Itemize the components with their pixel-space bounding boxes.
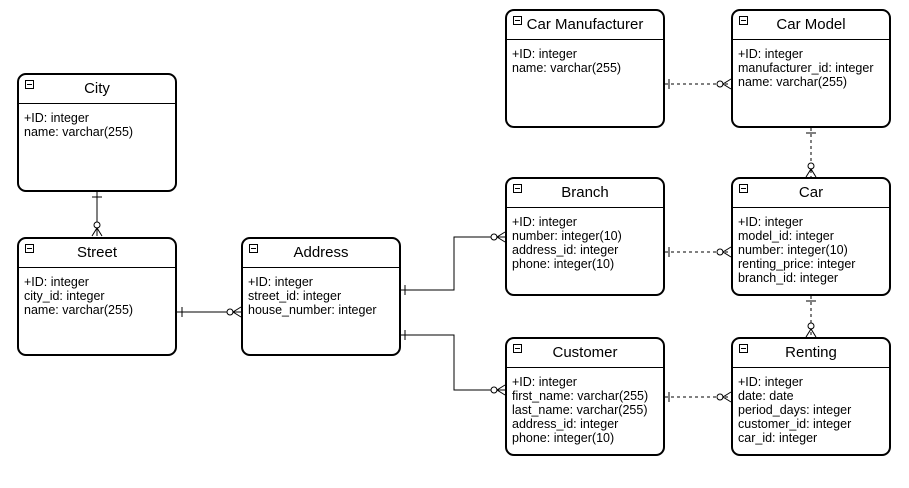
entity-header: Renting — [733, 339, 889, 368]
field: address_id: integer — [512, 243, 619, 257]
link-car-renting — [805, 296, 817, 338]
entity-header: Car Manufacturer — [507, 11, 663, 40]
field-list: +ID: integer manufacturer_id: integer na… — [733, 40, 889, 89]
field: last_name: varchar(255) — [512, 403, 648, 417]
field: phone: integer(10) — [512, 431, 615, 445]
entity-title: Renting — [785, 344, 837, 361]
link-address-customer — [401, 330, 506, 396]
field: name: varchar(255) — [738, 75, 848, 89]
collapse-icon[interactable] — [25, 244, 34, 253]
link-street-address — [177, 306, 242, 318]
field: car_id: integer — [738, 431, 818, 445]
field: model_id: integer — [738, 229, 834, 243]
field: date: date — [738, 389, 794, 403]
field: number: integer(10) — [512, 229, 622, 243]
field: +ID: integer — [512, 375, 577, 389]
entity-city[interactable]: City +ID: integer name: varchar(255) — [17, 73, 177, 192]
field-list: +ID: integer model_id: integer number: i… — [733, 208, 889, 285]
field: +ID: integer — [248, 275, 313, 289]
field: +ID: integer — [738, 215, 803, 229]
collapse-icon[interactable] — [513, 16, 522, 25]
entity-car-manufacturer[interactable]: Car Manufacturer +ID: integer name: varc… — [505, 9, 665, 128]
field: house_number: integer — [248, 303, 377, 317]
link-carmanufacturer-carmodel — [665, 78, 732, 90]
field: +ID: integer — [512, 215, 577, 229]
link-customer-renting — [665, 391, 732, 403]
collapse-icon[interactable] — [513, 344, 522, 353]
link-address-branch — [401, 231, 506, 295]
field: number: integer(10) — [738, 243, 848, 257]
entity-customer[interactable]: Customer +ID: integer first_name: varcha… — [505, 337, 665, 456]
entity-header: Car — [733, 179, 889, 208]
collapse-icon[interactable] — [739, 344, 748, 353]
entity-title: Customer — [552, 344, 618, 361]
collapse-icon[interactable] — [513, 184, 522, 193]
entity-title: Address — [293, 244, 349, 261]
field-list: +ID: integer date: date period_days: int… — [733, 368, 889, 445]
collapse-icon[interactable] — [249, 244, 258, 253]
entity-title: Branch — [561, 184, 609, 201]
entity-title: Car Manufacturer — [526, 16, 644, 33]
field: +ID: integer — [738, 47, 803, 61]
link-branch-car — [665, 246, 732, 258]
entity-header: Branch — [507, 179, 663, 208]
entity-header: Customer — [507, 339, 663, 368]
link-city-street — [91, 192, 103, 237]
field: +ID: integer — [512, 47, 577, 61]
field: first_name: varchar(255) — [512, 389, 649, 403]
field-list: +ID: integer name: varchar(255) — [507, 40, 663, 75]
collapse-icon[interactable] — [739, 16, 748, 25]
entity-title: Car Model — [776, 16, 846, 33]
entity-street[interactable]: Street +ID: integer city_id: integer nam… — [17, 237, 177, 356]
field: +ID: integer — [24, 275, 89, 289]
field: renting_price: integer — [738, 257, 856, 271]
field: phone: integer(10) — [512, 257, 615, 271]
field-list: +ID: integer number: integer(10) address… — [507, 208, 663, 271]
entity-header: Car Model — [733, 11, 889, 40]
field-list: +ID: integer first_name: varchar(255) la… — [507, 368, 663, 445]
collapse-icon[interactable] — [25, 80, 34, 89]
field: +ID: integer — [738, 375, 803, 389]
link-carmodel-car — [805, 128, 817, 178]
entity-title: Street — [76, 244, 118, 261]
field-list: +ID: integer street_id: integer house_nu… — [243, 268, 399, 317]
entity-title: City — [84, 80, 110, 97]
entity-header: City — [19, 75, 175, 104]
field: +ID: integer — [24, 111, 89, 125]
field: period_days: integer — [738, 403, 852, 417]
entity-car-model[interactable]: Car Model +ID: integer manufacturer_id: … — [731, 9, 891, 128]
field: name: varchar(255) — [512, 61, 622, 75]
entity-renting[interactable]: Renting +ID: integer date: date period_d… — [731, 337, 891, 456]
entity-header: Address — [243, 239, 399, 268]
field: name: varchar(255) — [24, 125, 134, 139]
field: street_id: integer — [248, 289, 342, 303]
field: name: varchar(255) — [24, 303, 134, 317]
field: city_id: integer — [24, 289, 105, 303]
field: address_id: integer — [512, 417, 619, 431]
field: manufacturer_id: integer — [738, 61, 874, 75]
field-list: +ID: integer name: varchar(255) — [19, 104, 175, 139]
entity-header: Street — [19, 239, 175, 268]
entity-title: Car — [798, 184, 824, 201]
entity-address[interactable]: Address +ID: integer street_id: integer … — [241, 237, 401, 356]
collapse-icon[interactable] — [739, 184, 748, 193]
field-list: +ID: integer city_id: integer name: varc… — [19, 268, 175, 317]
entity-car[interactable]: Car +ID: integer model_id: integer numbe… — [731, 177, 891, 296]
field: customer_id: integer — [738, 417, 852, 431]
field: branch_id: integer — [738, 271, 839, 285]
entity-branch[interactable]: Branch +ID: integer number: integer(10) … — [505, 177, 665, 296]
